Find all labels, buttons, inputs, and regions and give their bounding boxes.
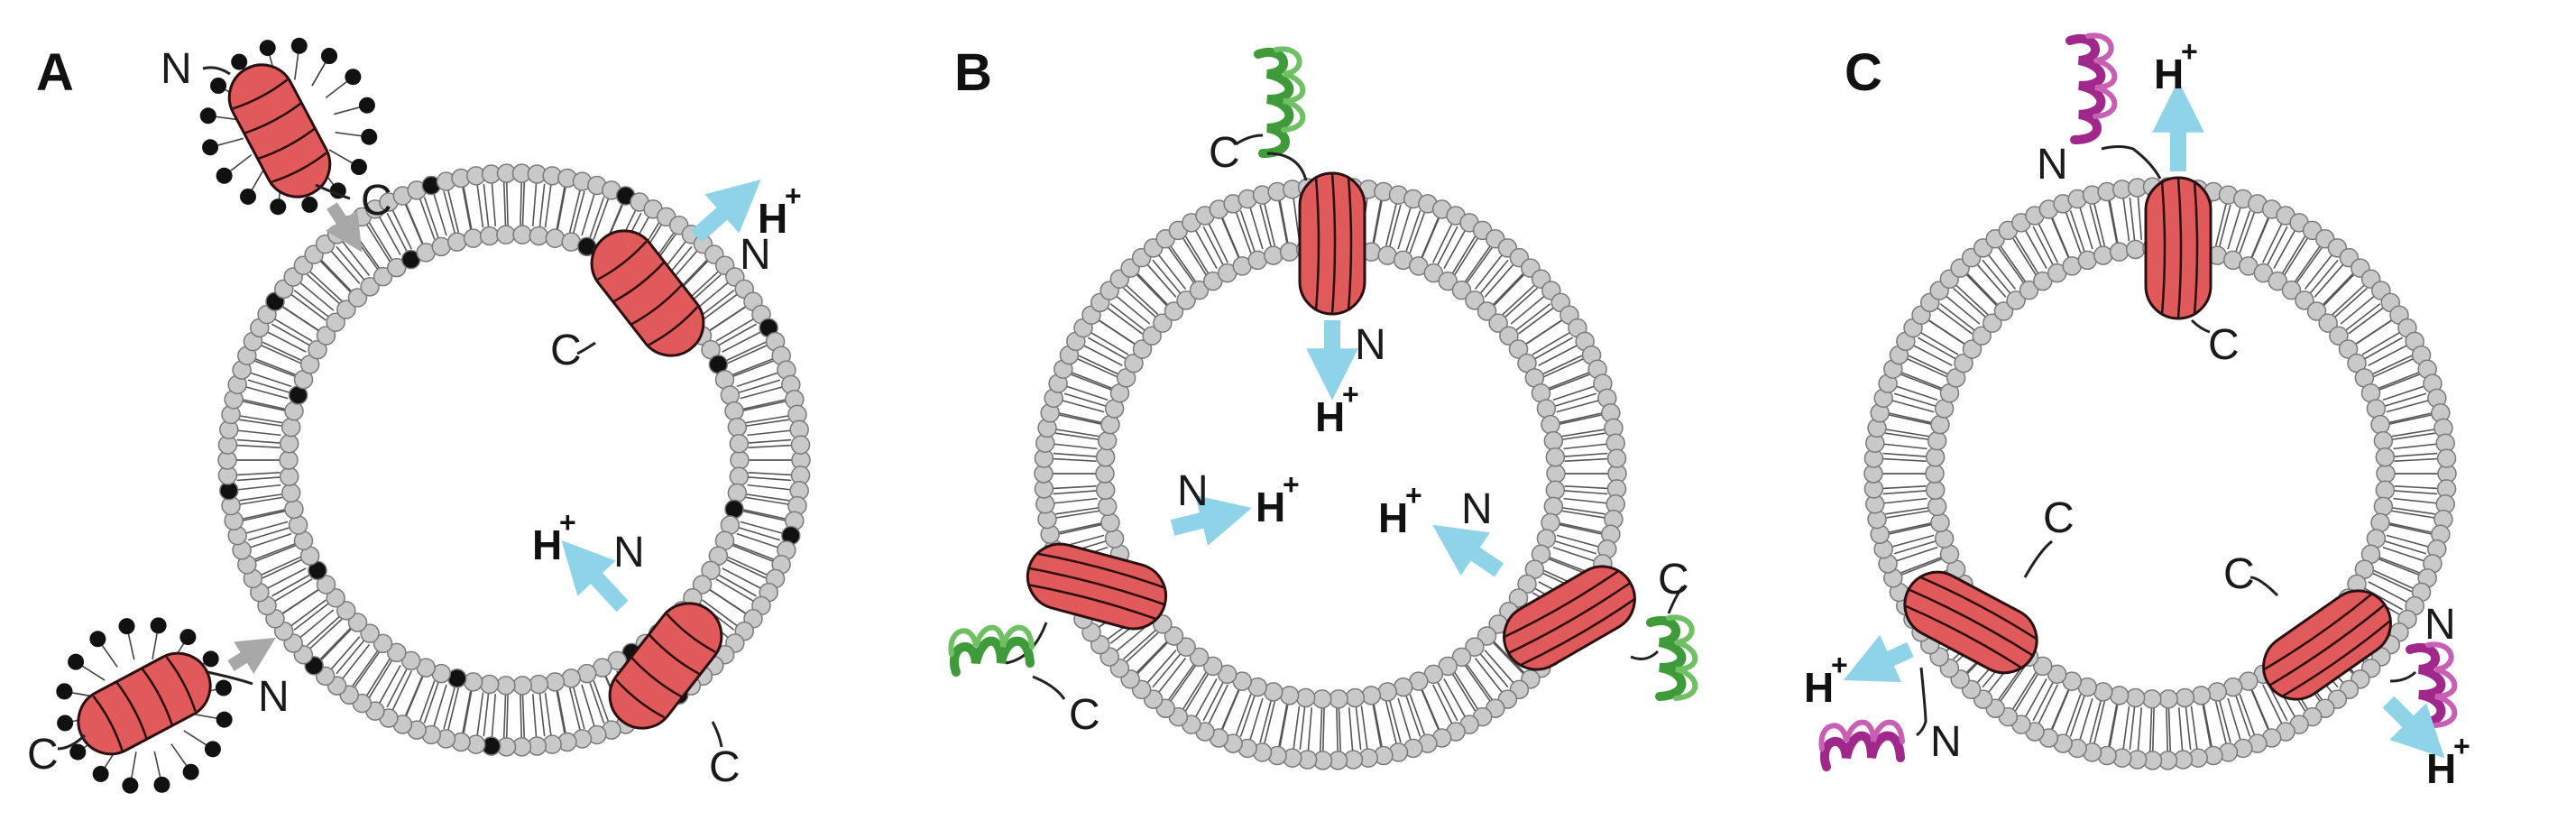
protein-cylinder-icon — [1026, 542, 1168, 631]
terminal-c-label: C — [550, 327, 582, 374]
insertion-arrow-icon — [325, 202, 363, 253]
terminal-c-label: C — [2223, 550, 2255, 598]
protein-cylinder-icon — [2262, 589, 2392, 701]
proton-label: H — [1256, 484, 1285, 530]
proton-charge: + — [2453, 730, 2470, 762]
proton-arrow-icon — [691, 179, 761, 243]
panel-a: N C C N H + N C H + N — [27, 37, 802, 794]
proton-charge: + — [559, 506, 576, 539]
soluble-domain-icon — [2406, 641, 2458, 728]
protein-cylinder-icon — [1903, 570, 2038, 675]
protein-cylinder-icon — [590, 229, 705, 357]
protein-cylinder-icon — [2144, 176, 2213, 320]
protein-cylinder-icon — [1503, 565, 1636, 671]
panel-c: N H + C C H + N C N — [1804, 32, 2470, 792]
proton-charge: + — [1831, 649, 1848, 681]
proton-charge: + — [2181, 35, 2198, 68]
terminal-n-label: N — [161, 45, 192, 93]
proton-label: H — [1804, 664, 1834, 711]
proton-arrow-icon — [2382, 696, 2445, 759]
terminal-c-label: C — [361, 177, 392, 225]
terminal-n-label: N — [613, 529, 645, 576]
soluble-domain-icon — [948, 624, 1035, 677]
proton-label: H — [1378, 494, 1408, 541]
terminal-c-label: C — [1069, 691, 1100, 739]
terminal-n-label: N — [1355, 321, 1386, 369]
proton-label: H — [1315, 393, 1345, 440]
terminal-n-label: N — [1461, 485, 1493, 533]
proton-charge: + — [1342, 378, 1359, 410]
terminal-n-label: N — [740, 231, 771, 279]
terminal-c-label: C — [1209, 129, 1240, 177]
proton-label: H — [532, 521, 562, 568]
terminal-c-label: C — [709, 743, 741, 791]
panel-label-b: B — [954, 43, 992, 102]
soluble-domain-icon — [1818, 719, 1905, 771]
proton-charge: + — [1405, 479, 1422, 512]
protein-cylinder-icon — [77, 651, 212, 756]
terminal-n-label: N — [258, 673, 290, 721]
terminal-c-label: C — [1658, 556, 1689, 604]
proton-arrow-icon — [1170, 495, 1252, 546]
panel-b: C N H + N H + C H + N — [948, 46, 1698, 739]
proton-label: H — [2426, 745, 2456, 792]
soluble-domain-icon — [1254, 46, 1306, 158]
soluble-domain-icon — [1646, 614, 1698, 701]
soluble-domain-icon — [2065, 32, 2118, 144]
panel-label-a: A — [36, 43, 74, 102]
protein-cylinder-icon — [1298, 171, 1366, 316]
proton-charge: + — [785, 180, 802, 212]
proton-label: H — [2154, 51, 2184, 97]
terminal-n-label: N — [2424, 601, 2456, 649]
vesicle-a — [217, 163, 811, 757]
protein-cylinder-icon — [608, 602, 723, 730]
protein-cylinder-icon — [227, 63, 332, 198]
terminal-n-label: N — [2037, 141, 2068, 189]
proton-label: H — [758, 195, 787, 242]
proton-arrow-icon — [561, 539, 629, 613]
proton-arrow-icon — [1432, 524, 1504, 577]
terminal-c-label: C — [2208, 321, 2240, 369]
panel-label-c: C — [1845, 43, 1882, 102]
terminal-n-label: N — [1930, 718, 1962, 766]
detergent-micelle-icon — [199, 37, 378, 216]
terminal-c-label: C — [27, 731, 59, 779]
terminal-n-label: N — [1177, 467, 1209, 515]
proton-charge: + — [1283, 468, 1300, 501]
insertion-arrow-icon — [227, 637, 276, 674]
proton-arrow-icon — [1843, 634, 1914, 683]
terminal-c-label: C — [2043, 494, 2075, 542]
